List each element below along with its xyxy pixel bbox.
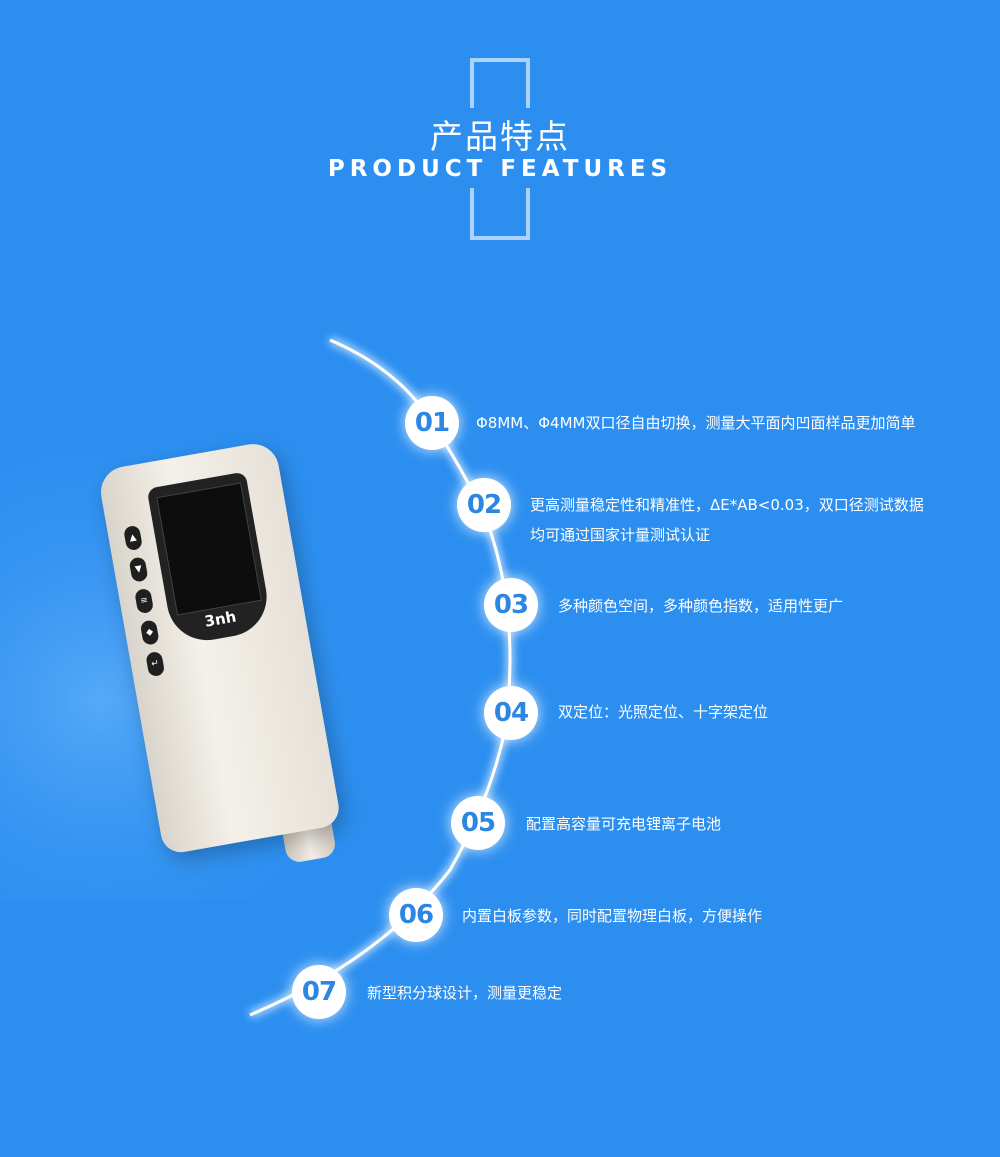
feature-number-02: 02 xyxy=(457,478,511,532)
feature-number-06: 06 xyxy=(389,888,443,942)
feature-text-05: 配置高容量可充电锂离子电池 xyxy=(526,815,722,833)
feature-number-04: 04 xyxy=(484,686,538,740)
title-frame-top xyxy=(470,58,530,108)
feature-number-05: 05 xyxy=(451,796,505,850)
feature-text-01: Φ8MM、Φ4MM双口径自由切换，测量大平面内凹面样品更加简单 xyxy=(476,414,916,432)
device-screen xyxy=(156,482,262,616)
feature-text-04: 双定位：光照定位、十字架定位 xyxy=(558,703,769,721)
feature-number-03: 03 xyxy=(484,578,538,632)
feature-text-02: 更高测量稳定性和精准性，ΔE*AB<0.03，双口径测试数据 xyxy=(530,496,924,514)
feature-text-03: 多种颜色空间，多种颜色指数，适用性更广 xyxy=(558,597,844,615)
feature-text-02-line2: 均可通过国家计量测试认证 xyxy=(530,526,711,544)
device-button-down: ▼ xyxy=(128,556,149,583)
feature-number-07: 07 xyxy=(292,965,346,1019)
title-frame-bottom xyxy=(470,188,530,240)
device-button-back: ◆ xyxy=(139,619,160,646)
feature-number-01: 01 xyxy=(405,396,459,450)
device-screen-bezel: 3nh xyxy=(146,471,273,647)
page-subtitle: PRODUCT FEATURES xyxy=(327,156,673,182)
device-button-enter: ↵ xyxy=(145,650,166,678)
page-title: 产品特点 xyxy=(430,117,570,156)
device-button-menu: ≡ xyxy=(134,587,155,615)
device-button-up: ▲ xyxy=(123,524,143,552)
feature-text-06: 内置白板参数，同时配置物理白板，方便操作 xyxy=(462,907,763,925)
feature-text-07: 新型积分球设计，测量更稳定 xyxy=(367,984,563,1002)
